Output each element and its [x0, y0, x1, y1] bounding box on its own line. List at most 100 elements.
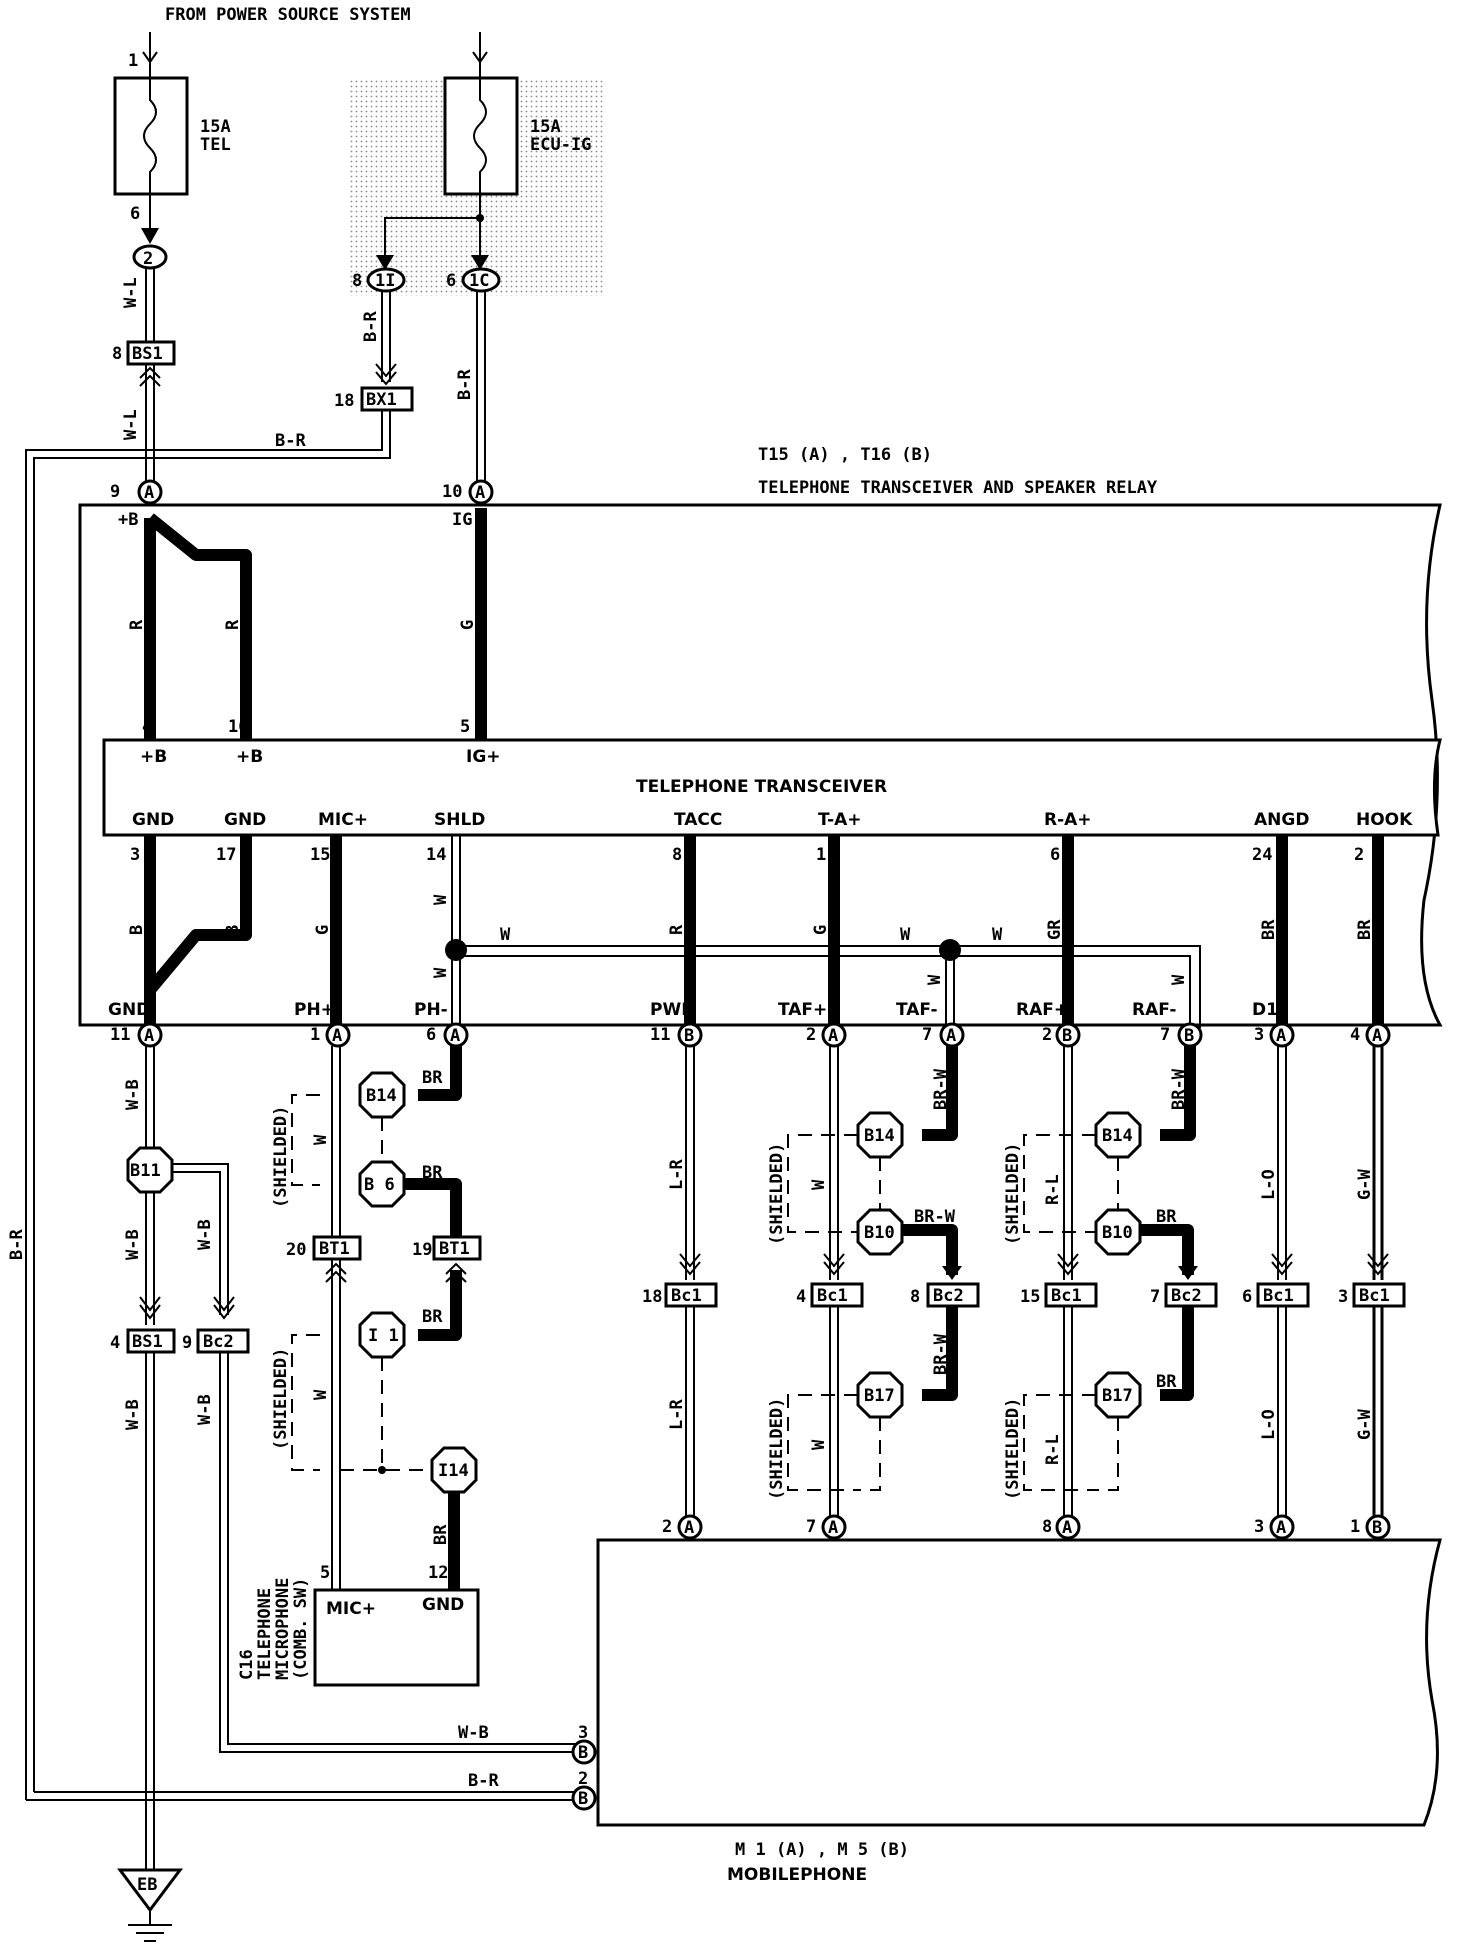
mobilephone-pin-3b [571, 1739, 597, 1765]
svg-text:B-R: B-R [7, 1229, 27, 1260]
svg-text:BR-W: BR-W [1169, 1068, 1189, 1110]
svg-text:W: W [809, 1439, 829, 1450]
junction-i1 [358, 1311, 406, 1359]
junction-b10-taf [856, 1208, 904, 1256]
svg-text:5: 5 [460, 717, 470, 737]
svg-text:W: W [431, 967, 451, 978]
svg-text:BT1: BT1 [319, 1239, 350, 1259]
svg-text:8: 8 [352, 271, 362, 291]
junction-bx1 [360, 386, 414, 412]
junction-bt1-right [432, 1235, 482, 1261]
svg-text:9: 9 [110, 482, 120, 502]
svg-text:I14: I14 [438, 1461, 469, 1481]
svg-text:11: 11 [110, 1025, 130, 1045]
svg-text:G: G [458, 620, 478, 630]
svg-text:TACC: TACC [674, 810, 722, 830]
svg-text:ANGD: ANGD [1254, 810, 1309, 830]
svg-text:BT1: BT1 [439, 1239, 470, 1259]
svg-text:R-L: R-L [1043, 1174, 1063, 1205]
svg-text:BR: BR [422, 1163, 443, 1183]
svg-text:BR: BR [1259, 919, 1279, 940]
svg-text:L-R: L-R [667, 1399, 687, 1430]
svg-text:IG: IG [452, 510, 472, 530]
svg-text:Bc2: Bc2 [1171, 1286, 1202, 1306]
mobilephone-top-pins: 2 A 7 A 8 A 3 A 1 B [662, 1514, 1391, 1540]
svg-text:7: 7 [1150, 1287, 1160, 1307]
tel-fuse-pin-out: 6 [130, 204, 140, 224]
svg-text:10: 10 [442, 482, 462, 502]
svg-text:8: 8 [910, 1287, 920, 1307]
svg-text:W: W [311, 1389, 331, 1400]
svg-text:BR: BR [1355, 919, 1375, 940]
ecu-ig-fuse: 15A ECU-IG 8 1I 6 1C [352, 32, 591, 293]
svg-text:Bc2: Bc2 [203, 1332, 234, 1352]
svg-text:6: 6 [1242, 1287, 1252, 1307]
svg-text:3: 3 [1254, 1025, 1264, 1045]
power-source-label: FROM POWER SOURCE SYSTEM [165, 5, 411, 25]
svg-text:4: 4 [110, 1333, 120, 1353]
mobilephone-box [596, 1538, 1442, 1827]
svg-text:RAF-: RAF- [1132, 1000, 1176, 1020]
svg-text:B11: B11 [130, 1161, 161, 1181]
svg-text:19: 19 [412, 1240, 432, 1260]
svg-text:8: 8 [112, 344, 122, 364]
svg-text:R: R [127, 619, 147, 630]
junction-i14 [430, 1446, 478, 1494]
relay-title: TELEPHONE TRANSCEIVER AND SPEAKER RELAY [758, 478, 1158, 498]
junction-b17-raf [1094, 1371, 1142, 1419]
svg-text:W-B: W-B [123, 1079, 143, 1110]
svg-text:BR: BR [422, 1307, 443, 1327]
mobilephone-connector-ids: M 1 (A) , M 5 (B) [735, 1840, 909, 1860]
svg-text:A: A [946, 1026, 956, 1046]
junction-bt1-left [312, 1235, 362, 1261]
svg-text:+B: +B [140, 747, 167, 767]
svg-text:15: 15 [1020, 1287, 1040, 1307]
svg-text:A: A [450, 1026, 460, 1046]
svg-text:W: W [311, 1134, 331, 1145]
svg-text:G-W: G-W [1355, 1169, 1375, 1200]
svg-text:2: 2 [1042, 1025, 1052, 1045]
junction-b17-taf [856, 1371, 904, 1419]
svg-text:BR: BR [431, 1524, 451, 1545]
svg-text:W-B: W-B [458, 1723, 489, 1743]
svg-text:7: 7 [922, 1025, 932, 1045]
svg-text:BR-W: BR-W [931, 1068, 951, 1110]
svg-text:1C: 1C [469, 271, 489, 291]
svg-text:1: 1 [816, 845, 826, 865]
connector-1i [366, 267, 406, 293]
transceiver-box [102, 738, 1442, 837]
svg-text:1I: 1I [375, 271, 395, 291]
svg-text:B10: B10 [864, 1223, 895, 1243]
svg-text:W-L: W-L [121, 409, 141, 440]
svg-text:D1: D1 [1252, 1000, 1278, 1020]
junction-bs1-bottom [126, 1328, 176, 1354]
svg-text:A: A [144, 1026, 154, 1046]
svg-text:SHLD: SHLD [434, 810, 485, 830]
svg-text:8: 8 [1042, 1517, 1052, 1537]
ecu-ig-fuse-name: ECU-IG [530, 135, 591, 155]
svg-text:GND: GND [224, 810, 266, 830]
junction-b11 [126, 1146, 174, 1194]
tel-fuse: 1 15A TEL 6 2 [113, 32, 231, 270]
microphone-id: C16 [237, 1649, 257, 1680]
svg-text:R-L: R-L [1043, 1434, 1063, 1465]
svg-text:W: W [1169, 974, 1189, 985]
svg-text:18: 18 [334, 391, 354, 411]
relay-pin-9a [137, 479, 163, 505]
svg-text:3: 3 [578, 1723, 588, 1743]
svg-text:W-B: W-B [123, 1229, 143, 1260]
svg-text:(SHIELDED): (SHIELDED) [1003, 1398, 1023, 1500]
junction-b14-raf [1094, 1111, 1142, 1159]
svg-text:Bc1: Bc1 [671, 1286, 702, 1306]
svg-text:A: A [828, 1518, 838, 1538]
svg-text:11: 11 [650, 1025, 670, 1045]
svg-text:BR: BR [422, 1068, 443, 1088]
svg-text:B: B [578, 1743, 588, 1763]
svg-text:B: B [1372, 1518, 1382, 1538]
svg-text:TAF+: TAF+ [778, 1000, 827, 1020]
svg-text:3: 3 [1338, 1287, 1348, 1307]
svg-text:GND: GND [132, 810, 174, 830]
junction-bs1-top [126, 340, 176, 366]
junction-bc1-lr [664, 1282, 718, 1308]
svg-text:BS1: BS1 [132, 344, 163, 364]
